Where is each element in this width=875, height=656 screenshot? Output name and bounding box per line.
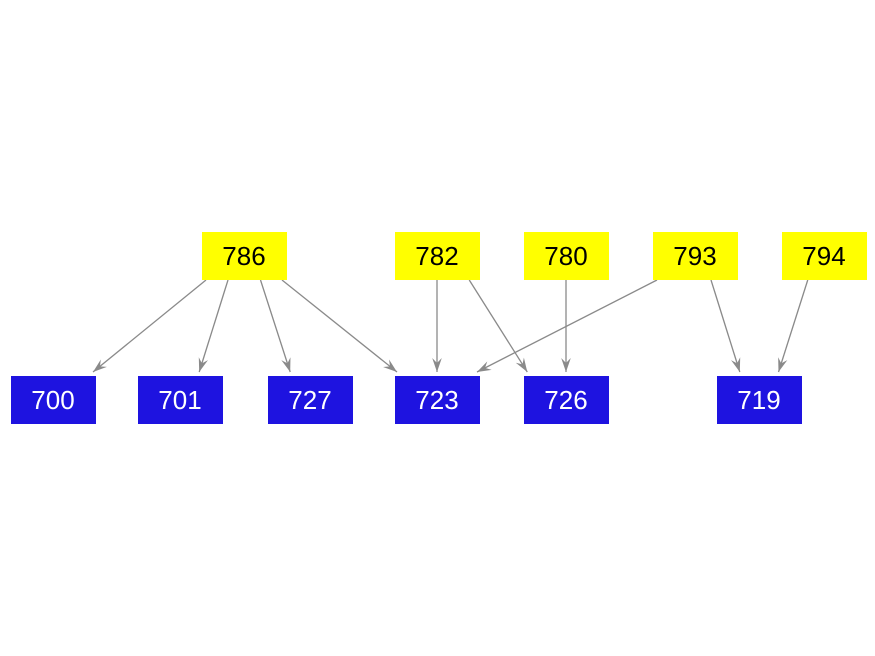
node-780: 780 xyxy=(523,232,609,280)
node-label: 780 xyxy=(544,241,588,271)
edge-793-719 xyxy=(710,279,741,373)
node-label: 701 xyxy=(158,385,202,415)
node-701: 701 xyxy=(137,376,223,424)
node-label: 719 xyxy=(737,385,781,415)
node-label: 726 xyxy=(544,385,588,415)
edge-782-726 xyxy=(468,279,528,373)
node-label: 793 xyxy=(673,241,717,271)
node-label: 727 xyxy=(288,385,332,415)
edge-786-727 xyxy=(259,279,291,373)
node-726: 726 xyxy=(523,376,609,424)
node-782: 782 xyxy=(394,232,480,280)
node-label: 782 xyxy=(415,241,459,271)
node-label: 723 xyxy=(415,385,459,415)
edge-786-700 xyxy=(92,279,207,373)
node-786: 786 xyxy=(201,232,287,280)
node-727: 727 xyxy=(267,376,353,424)
node-label: 700 xyxy=(31,385,75,415)
node-794: 794 xyxy=(781,232,867,280)
node-label: 794 xyxy=(802,241,846,271)
edge-786-723 xyxy=(281,279,398,373)
node-719: 719 xyxy=(716,376,802,424)
edge-786-701 xyxy=(198,279,229,373)
edge-793-723 xyxy=(476,279,658,373)
node-723: 723 xyxy=(394,376,480,424)
node-700: 700 xyxy=(10,376,96,424)
edge-794-719 xyxy=(777,279,809,373)
node-label: 786 xyxy=(222,241,266,271)
node-793: 793 xyxy=(652,232,738,280)
